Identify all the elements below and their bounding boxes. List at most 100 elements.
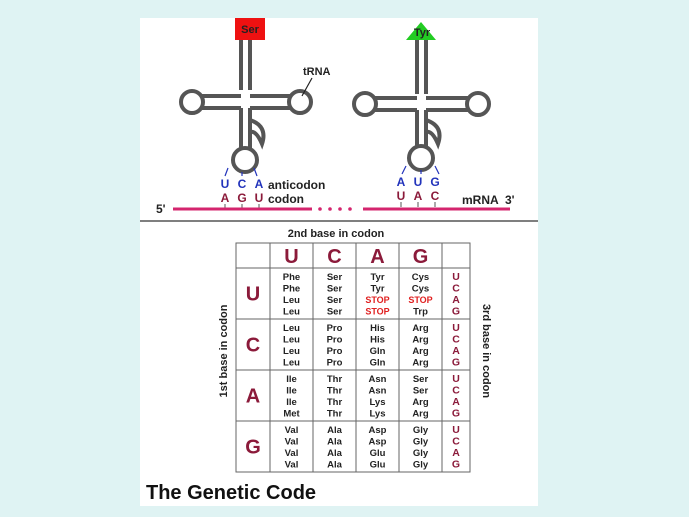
amino-acid-cell: Ser (327, 307, 343, 318)
amino-acid-cell: Gly (413, 437, 429, 448)
amino-acid-cell: STOP (365, 307, 389, 317)
amino-acid-cell: Ser (327, 284, 343, 295)
amino-acid-cell: His (370, 335, 385, 346)
amino-acid-cell: Asn (369, 386, 387, 397)
right-codon-1: U (397, 189, 406, 203)
amino-acid-cell: Ala (327, 437, 343, 448)
third-base-U: U (452, 322, 460, 334)
amino-acid-cell: Arg (412, 409, 429, 420)
right-codon-ticks (400, 202, 436, 207)
amino-acid-cell: Val (285, 448, 299, 459)
amino-acid-cell: Ile (286, 397, 297, 408)
right-anticodon-2: U (414, 175, 423, 189)
amino-acid-cell: Pro (327, 346, 343, 357)
amino-acid-cell: Glu (370, 448, 386, 459)
trna-right (352, 40, 491, 172)
amino-acid-cell: Ile (286, 374, 297, 385)
trna-label: tRNA (303, 66, 331, 78)
first-base-U: U (246, 284, 260, 306)
amino-acid-cell: STOP (408, 295, 432, 305)
third-base-C: C (452, 283, 460, 295)
amino-acid-cell: Gln (370, 358, 386, 369)
right-anticodon-1: A (397, 175, 406, 189)
first-base-A: A (246, 386, 260, 408)
first-base-G: G (245, 437, 261, 459)
right-anticodon-3: G (430, 175, 439, 189)
amino-acid-cell: Val (285, 437, 299, 448)
amino-acid-cell: Leu (283, 323, 300, 334)
third-base-A: A (452, 396, 460, 408)
tyr-label: Tyr (414, 27, 431, 39)
amino-acid-cell: Ser (327, 272, 343, 283)
page-title: The Genetic Code (146, 482, 316, 504)
amino-acid-cell: Ala (327, 460, 343, 471)
amino-acid-cell: Lys (369, 409, 385, 420)
trna-left (179, 40, 313, 174)
genetic-code-diagram: Ser tRNA U C A A G U anticodon codon Tyr (140, 18, 538, 504)
amino-acid-cell: Val (285, 460, 299, 471)
amino-acid-cell: Leu (283, 335, 300, 346)
amino-acid-cell: His (370, 323, 385, 334)
second-base-C: C (327, 246, 341, 268)
amino-acid-cell: Ile (286, 386, 297, 397)
first-base-label: 1st base in codon (218, 304, 230, 397)
amino-acid-cell: Leu (283, 358, 300, 369)
amino-acid-cell: Glu (370, 460, 386, 471)
amino-acid-cell: Trp (413, 307, 428, 318)
third-base-A: A (452, 345, 460, 357)
amino-acid-cell: Pro (327, 358, 343, 369)
left-codon-3: U (255, 191, 264, 205)
amino-acid-cell: Gly (413, 460, 429, 471)
amino-acid-cell: Arg (412, 346, 429, 357)
ser-label: Ser (241, 24, 259, 36)
trna-pointer (301, 77, 313, 97)
right-codon-2: A (414, 189, 423, 203)
left-anticodon-3: A (255, 177, 264, 191)
amino-acid-cell: Arg (412, 335, 429, 346)
amino-acid-cell: Thr (327, 374, 343, 385)
amino-acid-cell: Lys (369, 397, 385, 408)
amino-acid-cell: Tyr (370, 284, 384, 295)
amino-acid-cell: Leu (283, 307, 300, 318)
table-border (235, 242, 471, 473)
third-base-label: 3rd base in codon (480, 304, 492, 398)
left-anticodon-2: C (238, 177, 247, 191)
amino-acid-cell: Asn (369, 374, 387, 385)
ser-amino-acid-box (235, 18, 265, 40)
right-codon-3: C (431, 189, 440, 203)
amino-acid-cell: Gly (413, 425, 429, 436)
amino-acid-cell: Met (283, 409, 300, 420)
amino-acid-cell: Ala (327, 425, 343, 436)
amino-acid-cell: Asp (369, 437, 387, 448)
amino-acid-cell: Phe (283, 272, 300, 283)
slide: Ser tRNA U C A A G U anticodon codon Tyr (140, 18, 538, 506)
amino-acid-cell: Val (285, 425, 299, 436)
amino-acid-cell: Cys (412, 284, 429, 295)
amino-acid-cell: Arg (412, 358, 429, 369)
third-base-G: G (452, 357, 460, 369)
second-base-A: A (370, 246, 384, 268)
amino-acid-cell: Thr (327, 409, 343, 420)
amino-acid-cell: Ala (327, 448, 343, 459)
amino-acid-cell: STOP (365, 295, 389, 305)
amino-acid-cell: Thr (327, 397, 343, 408)
mrna-label: mRNA (462, 193, 499, 207)
mrna-three-prime: 3' (505, 193, 515, 207)
third-base-U: U (452, 271, 460, 283)
amino-acid-cell: Pro (327, 335, 343, 346)
second-base-label: 2nd base in codon (288, 228, 385, 240)
third-base-C: C (452, 436, 460, 448)
amino-acid-cell: Ser (413, 386, 429, 397)
amino-acid-cell: Phe (283, 284, 300, 295)
left-codon-1: A (221, 191, 230, 205)
third-base-U: U (452, 373, 460, 385)
amino-acid-cell: Tyr (370, 272, 384, 283)
third-base-C: C (452, 334, 460, 346)
amino-acid-cell: Asp (369, 425, 387, 436)
tyr-amino-acid-triangle (406, 22, 436, 40)
third-base-C: C (452, 385, 460, 397)
amino-acid-cell: Leu (283, 295, 300, 306)
left-anticodon-1: U (221, 177, 230, 191)
right-pairing-lines (401, 165, 440, 175)
